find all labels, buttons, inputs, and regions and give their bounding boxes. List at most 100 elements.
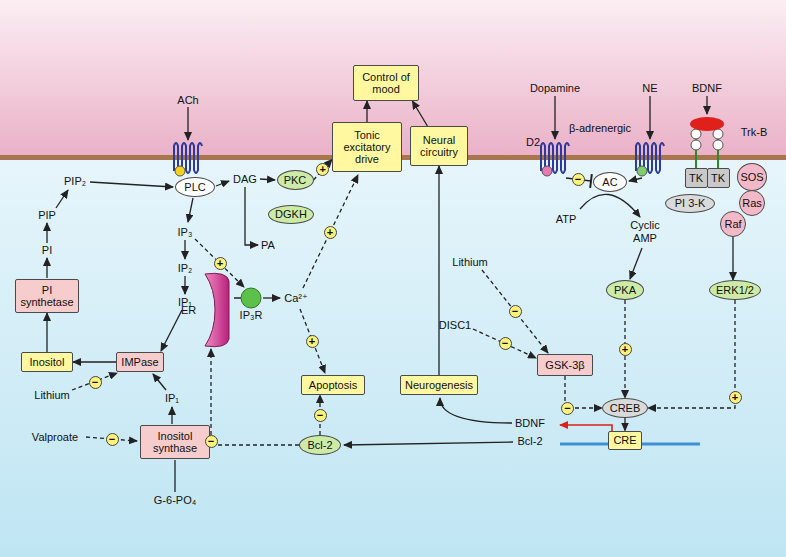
- activate-arrow: [303, 175, 358, 288]
- text-label: Ca²⁺: [284, 292, 308, 305]
- text-label: DISC1: [439, 319, 471, 332]
- receptor-domain: [713, 129, 723, 139]
- connector: [46, 313, 47, 352]
- connector: [412, 101, 427, 126]
- process-ellipse: PKC: [277, 170, 314, 190]
- text-label: Lithium: [34, 389, 69, 402]
- process-box: Tonic excitatory drive: [332, 122, 402, 172]
- inhibit-arrow: [72, 373, 117, 390]
- node-text: TK: [689, 172, 703, 184]
- text-label: PIP: [38, 209, 56, 222]
- arrow: [46, 223, 47, 243]
- arrow: [629, 178, 642, 181]
- g-protein: [175, 166, 185, 176]
- receptor-domain: [713, 140, 723, 150]
- effect-sign: +: [306, 335, 319, 348]
- arrow: [161, 310, 182, 351]
- node-text: Inositol synthase: [141, 430, 209, 455]
- arrow: [184, 276, 185, 294]
- process-ellipse: PI 3-K: [665, 194, 715, 213]
- effect-sign: +: [729, 391, 742, 404]
- process-ellipse: Bcl-2: [299, 435, 341, 455]
- effect-sign: +: [214, 257, 227, 270]
- arrow: [344, 442, 513, 445]
- line: [174, 460, 175, 492]
- receptor-channel: IP₃R: [234, 287, 268, 325]
- effect-sign: +: [619, 343, 632, 356]
- node-text: TK: [711, 172, 725, 184]
- connector: [624, 418, 625, 431]
- effect-sign: −: [572, 173, 585, 186]
- text-label: IP₃: [178, 226, 193, 239]
- node-text: PI synthetase: [16, 284, 78, 309]
- arrow: [153, 374, 166, 390]
- node-text: Neural circuitry: [411, 134, 467, 159]
- bdnf-ligand: [690, 117, 724, 131]
- connector: [73, 361, 116, 362]
- node-text: PLC: [184, 181, 205, 193]
- channel-symbol: [234, 287, 268, 309]
- text-label: G-6-PO₄: [154, 494, 196, 507]
- arrow: [440, 398, 512, 423]
- cytoplasm-ground: [0, 160, 786, 557]
- node-text: Raf: [724, 218, 741, 230]
- text-label: BDNF: [515, 417, 545, 430]
- process-ellipse: ERK1/2: [709, 280, 761, 300]
- arrow: [649, 96, 650, 139]
- arrow: [171, 407, 172, 424]
- g-protein: [637, 166, 647, 176]
- text-label: ATP: [556, 213, 577, 226]
- arrow: [630, 248, 642, 279]
- connector: [366, 101, 367, 122]
- text-label: ACh: [177, 94, 198, 107]
- node-text: PKA: [614, 284, 636, 296]
- node-text: Bcl-2: [307, 439, 332, 451]
- receptor-domain: [691, 140, 701, 150]
- connector-layer: [47, 101, 735, 445]
- process-box: Control of mood: [353, 65, 419, 101]
- node-text: ERK1/2: [716, 284, 754, 296]
- effect-sign: −: [205, 435, 218, 448]
- arrow: [216, 181, 229, 186]
- node-text: CRE: [613, 434, 636, 446]
- process-ellipse: PLC: [175, 177, 215, 197]
- text-label: PA: [261, 239, 275, 252]
- process-box: GSK-3β: [537, 354, 593, 376]
- text-label: Valproate: [32, 431, 78, 444]
- arrow: [184, 240, 185, 259]
- effect-sign: +: [324, 226, 337, 239]
- arrow: [187, 107, 188, 140]
- er-organelle: ER: [181, 271, 231, 349]
- node-text: Neurogenesis: [405, 379, 473, 391]
- process-ellipse: PKA: [606, 280, 644, 300]
- receptor-domain: [691, 129, 701, 139]
- arrow: [260, 179, 275, 180]
- process-box: IMPase: [116, 352, 164, 372]
- protein-circle: SOS: [737, 163, 767, 191]
- text-label: PI: [42, 244, 52, 257]
- arrow: [56, 190, 68, 208]
- er-membrane: [205, 273, 229, 346]
- text-label: DAG: [233, 173, 257, 186]
- effect-sign: −: [106, 433, 119, 446]
- arrow: [46, 258, 47, 278]
- protein-circle: Ras: [739, 190, 765, 216]
- text-label: BDNF: [692, 82, 722, 95]
- text-label: Cyclic AMP: [625, 219, 665, 244]
- effect-sign: −: [89, 376, 102, 389]
- arrow: [263, 297, 280, 298]
- text-label: β-adrenergic: [569, 122, 631, 135]
- connector: [438, 166, 439, 375]
- node-text: SOS: [740, 171, 763, 183]
- node-text: Inositol: [30, 356, 65, 368]
- connector: [314, 160, 333, 181]
- inhibit-arrow: [473, 329, 536, 358]
- arrow: [188, 198, 193, 222]
- node-text: Control of mood: [354, 71, 418, 96]
- layout-lines: [47, 96, 707, 492]
- protein-circle: Raf: [720, 211, 746, 237]
- process-box: TK: [707, 168, 730, 188]
- er-shape: [201, 271, 231, 349]
- node-text: DGKH: [275, 208, 307, 220]
